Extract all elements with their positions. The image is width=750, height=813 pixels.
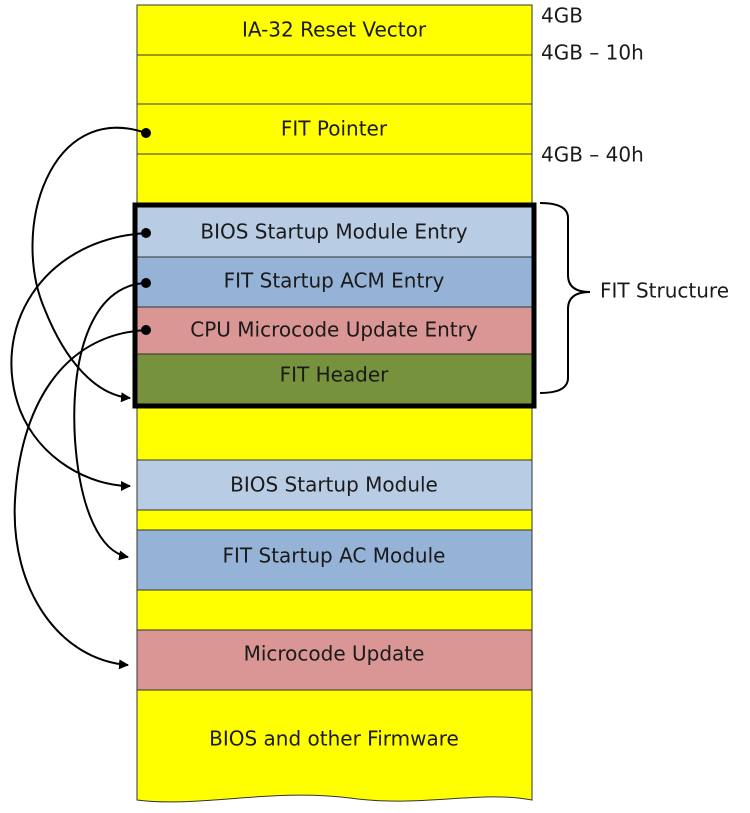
segment-gap-after-pointer xyxy=(136,153,533,208)
label-ucode-module: Microcode Update xyxy=(244,642,425,666)
fit-structure-label: FIT Structure xyxy=(600,279,729,303)
arrow-acm-entry-to-module xyxy=(73,282,147,561)
address-4gb-minus-40h: 4GB – 40h xyxy=(541,143,644,167)
pointer-dots xyxy=(141,128,151,335)
arrow-fit-pointer-to-header xyxy=(31,126,147,403)
dot-fit-pointer xyxy=(141,128,151,138)
dot-ucode-entry xyxy=(141,325,151,335)
label-reset-vector: IA-32 Reset Vector xyxy=(242,18,427,42)
address-4gb-minus-10h: 4GB – 10h xyxy=(541,41,644,65)
fit-structure-brace xyxy=(539,202,591,394)
segment-labels: IA-32 Reset Vector FIT Pointer BIOS Star… xyxy=(190,18,478,751)
segment-gap-after-acm xyxy=(136,589,533,631)
segment-reset-vector xyxy=(136,4,533,56)
segment-bios-module xyxy=(136,459,533,511)
address-labels: 4GB 4GB – 10h 4GB – 40h xyxy=(541,4,644,167)
label-bios-entry: BIOS Startup Module Entry xyxy=(200,220,467,244)
segment-bios-firmware xyxy=(136,689,533,803)
segment-acm-entry xyxy=(136,256,533,308)
segment-gap-after-bios xyxy=(136,509,533,531)
arrow-bios-entry-to-module xyxy=(10,232,147,491)
segment-ucode-module xyxy=(136,629,533,691)
label-acm-entry: FIT Startup ACM Entry xyxy=(224,269,445,293)
label-fit-pointer: FIT Pointer xyxy=(281,117,388,141)
address-4gb: 4GB xyxy=(541,4,583,28)
segment-gap-after-fit xyxy=(136,403,533,461)
fit-structure-border xyxy=(132,202,537,409)
label-bios-module: BIOS Startup Module xyxy=(230,473,438,497)
segment-bios-entry xyxy=(136,206,533,258)
dot-acm-entry xyxy=(141,278,151,288)
segment-fit-pointer xyxy=(136,103,533,155)
pointer-arrows xyxy=(10,126,147,670)
arrow-ucode-entry-to-module xyxy=(13,329,147,670)
label-fit-header: FIT Header xyxy=(280,363,390,387)
label-acm-module: FIT Startup AC Module xyxy=(223,544,446,568)
label-ucode-entry: CPU Microcode Update Entry xyxy=(190,318,478,342)
segment-gap-after-reset xyxy=(136,54,533,105)
label-bios-firmware: BIOS and other Firmware xyxy=(209,727,459,751)
memory-column xyxy=(136,4,533,803)
dot-bios-entry xyxy=(141,228,151,238)
